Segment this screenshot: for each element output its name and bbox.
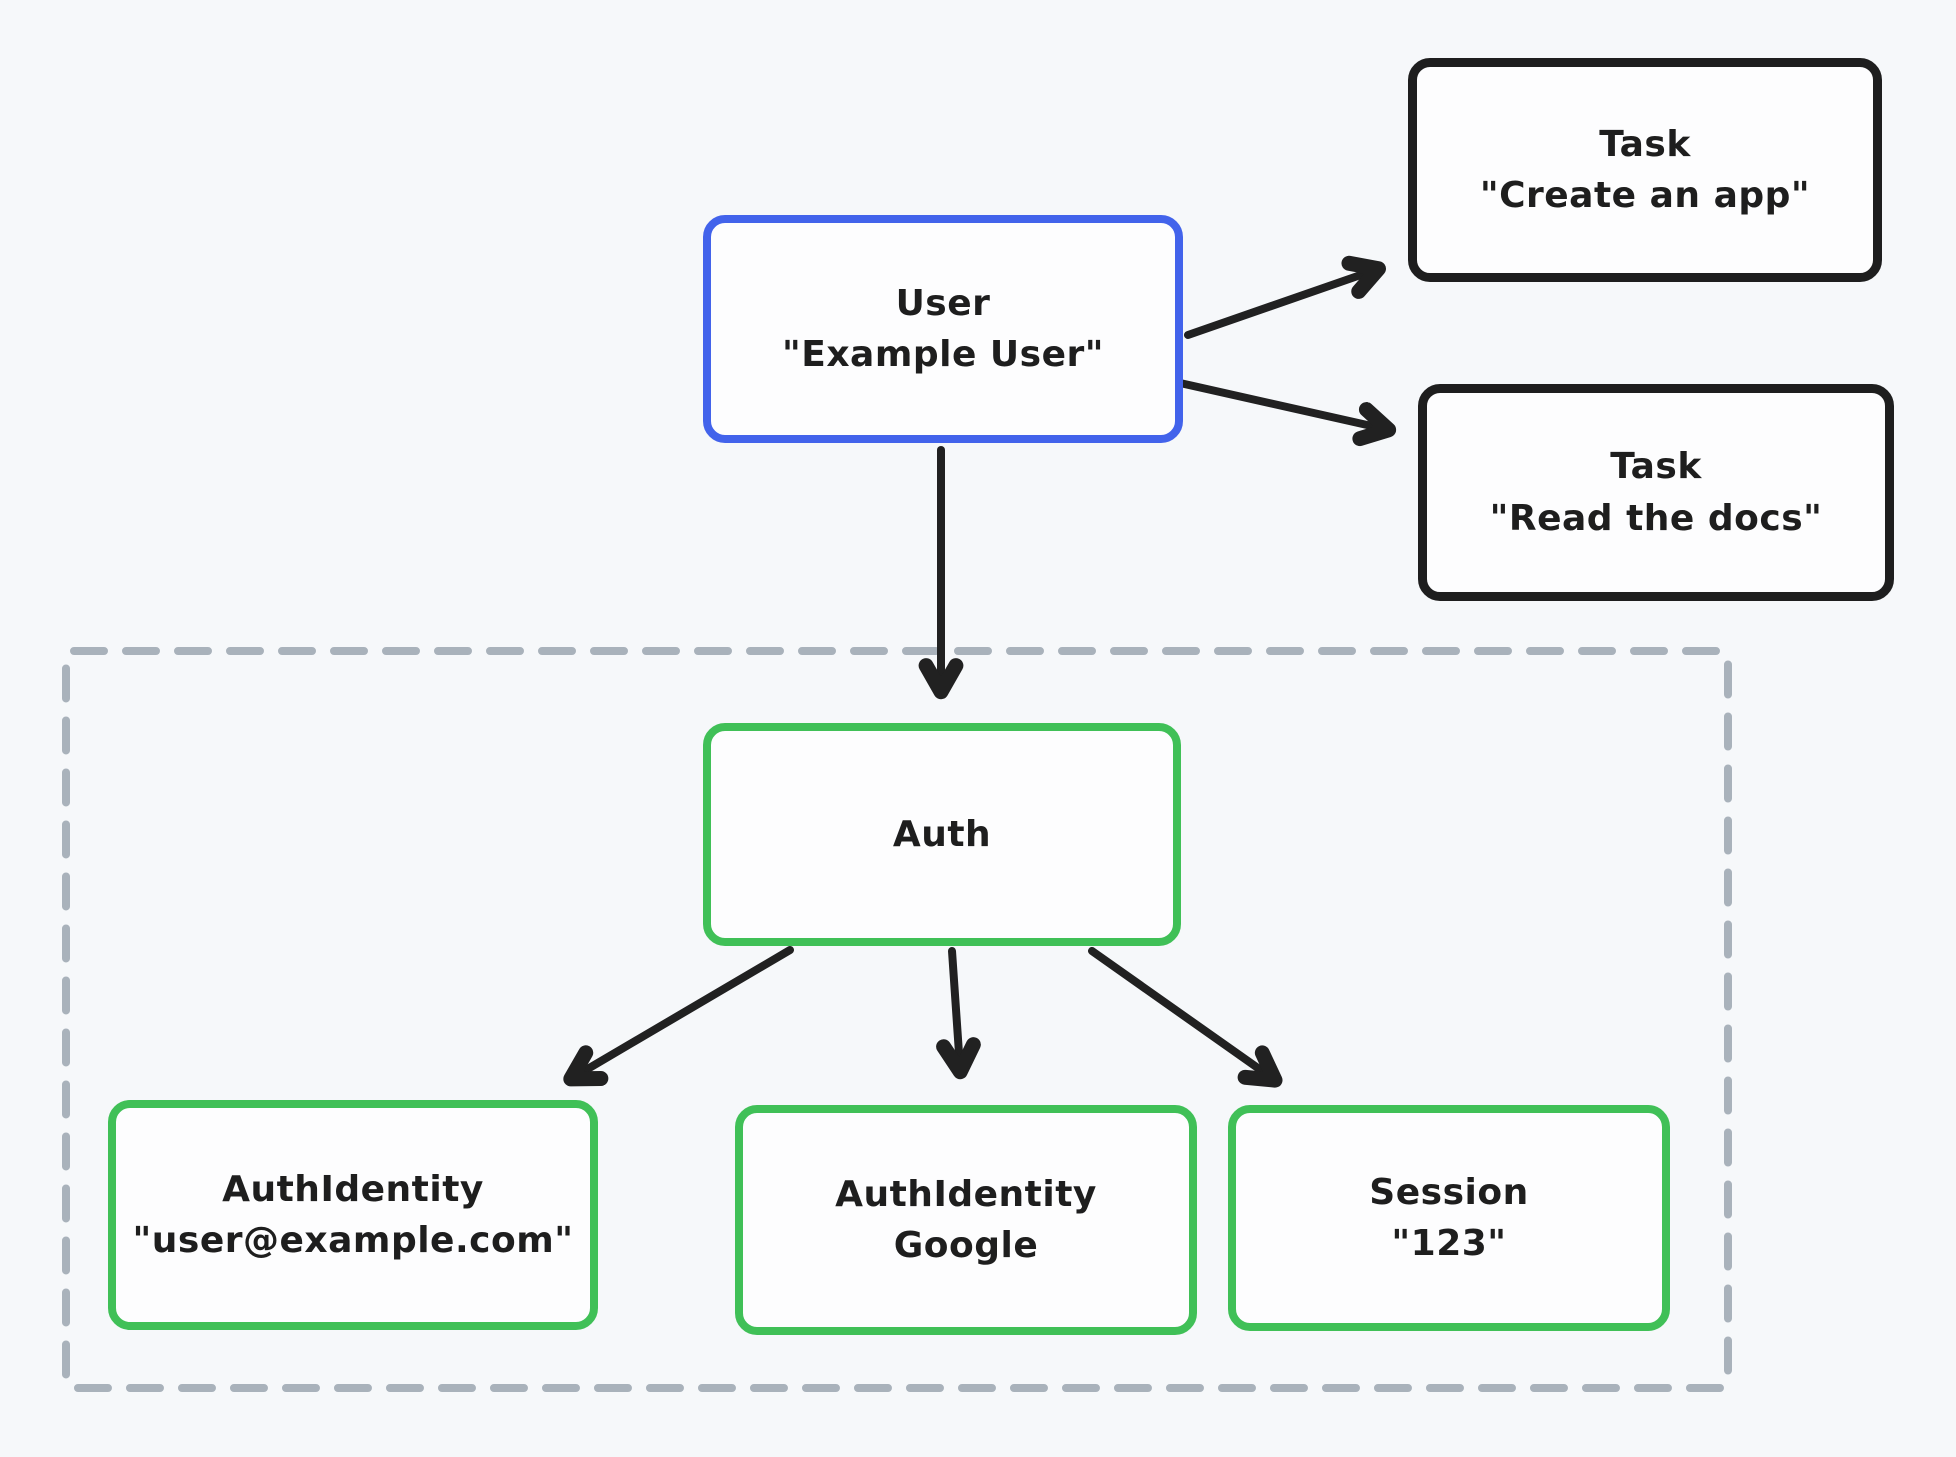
node-task-read-subtitle: "Read the docs" [1489,497,1823,539]
node-user-title: User [895,282,991,324]
node-user: User "Example User" [703,215,1183,443]
node-task-create: Task "Create an app" [1408,58,1882,282]
edge-auth-to-identity-google [936,947,981,1080]
node-auth-identity-email-subtitle: "user@example.com" [132,1220,574,1261]
node-auth-identity-google-title: AuthIdentity [835,1173,1097,1215]
node-auth: Auth [703,723,1181,946]
node-task-create-subtitle: "Create an app" [1479,175,1811,216]
node-auth-identity-email: AuthIdentity "user@example.com" [108,1100,598,1330]
node-auth-identity-google: AuthIdentity Google [735,1105,1197,1335]
node-task-create-title: Task [1599,123,1691,165]
node-auth-identity-email-title: AuthIdentity [222,1168,484,1210]
edge-auth-to-session [1088,947,1283,1088]
node-task-read-title: Task [1610,446,1702,488]
node-auth-identity-google-subtitle: Google [893,1225,1039,1266]
node-task-read: Task "Read the docs" [1418,384,1894,601]
node-session: Session "123" [1228,1105,1670,1331]
edge-user-to-task-read [1176,379,1397,447]
node-session-subtitle: "123" [1391,1223,1507,1264]
node-auth-title: Auth [892,813,992,855]
edge-user-to-task-create [1184,255,1386,339]
node-session-title: Session [1369,1171,1529,1213]
edge-auth-to-identity-email [563,946,794,1087]
node-user-subtitle: "Example User" [781,334,1105,375]
